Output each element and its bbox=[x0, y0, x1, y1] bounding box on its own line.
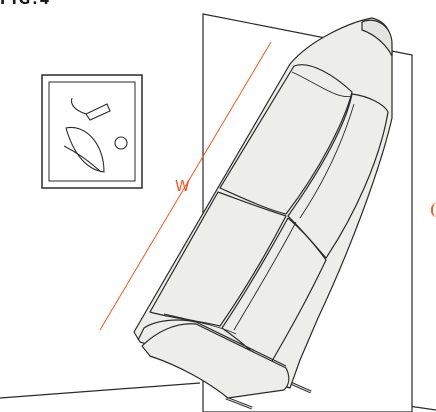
sofa-armrest-top bbox=[361, 19, 393, 57]
sofa-back-cushion-upper bbox=[219, 64, 353, 215]
picture-wedge bbox=[85, 103, 111, 121]
dimension-line bbox=[99, 41, 272, 331]
sofa-seam-2 bbox=[299, 103, 355, 219]
sofa-armrest-front bbox=[141, 323, 290, 399]
picture-stroke bbox=[70, 97, 87, 115]
picture-circle bbox=[114, 136, 128, 150]
sofa-armrest-front-top bbox=[137, 319, 287, 367]
picture-leaf-vein bbox=[63, 145, 102, 173]
sofa-seam-1 bbox=[233, 221, 297, 331]
floor-line bbox=[0, 382, 201, 399]
edge-mark bbox=[431, 203, 436, 217]
wall-picture bbox=[41, 74, 143, 189]
sofa bbox=[133, 17, 393, 399]
figure-label: FIG.4 bbox=[0, 0, 52, 8]
sofa-seat-cushion-upper bbox=[287, 93, 389, 259]
sofa-seam-3 bbox=[291, 71, 353, 98]
sofa-seam-4 bbox=[163, 313, 237, 335]
picture-leaf bbox=[65, 126, 105, 173]
dimension-label: W bbox=[175, 177, 190, 195]
